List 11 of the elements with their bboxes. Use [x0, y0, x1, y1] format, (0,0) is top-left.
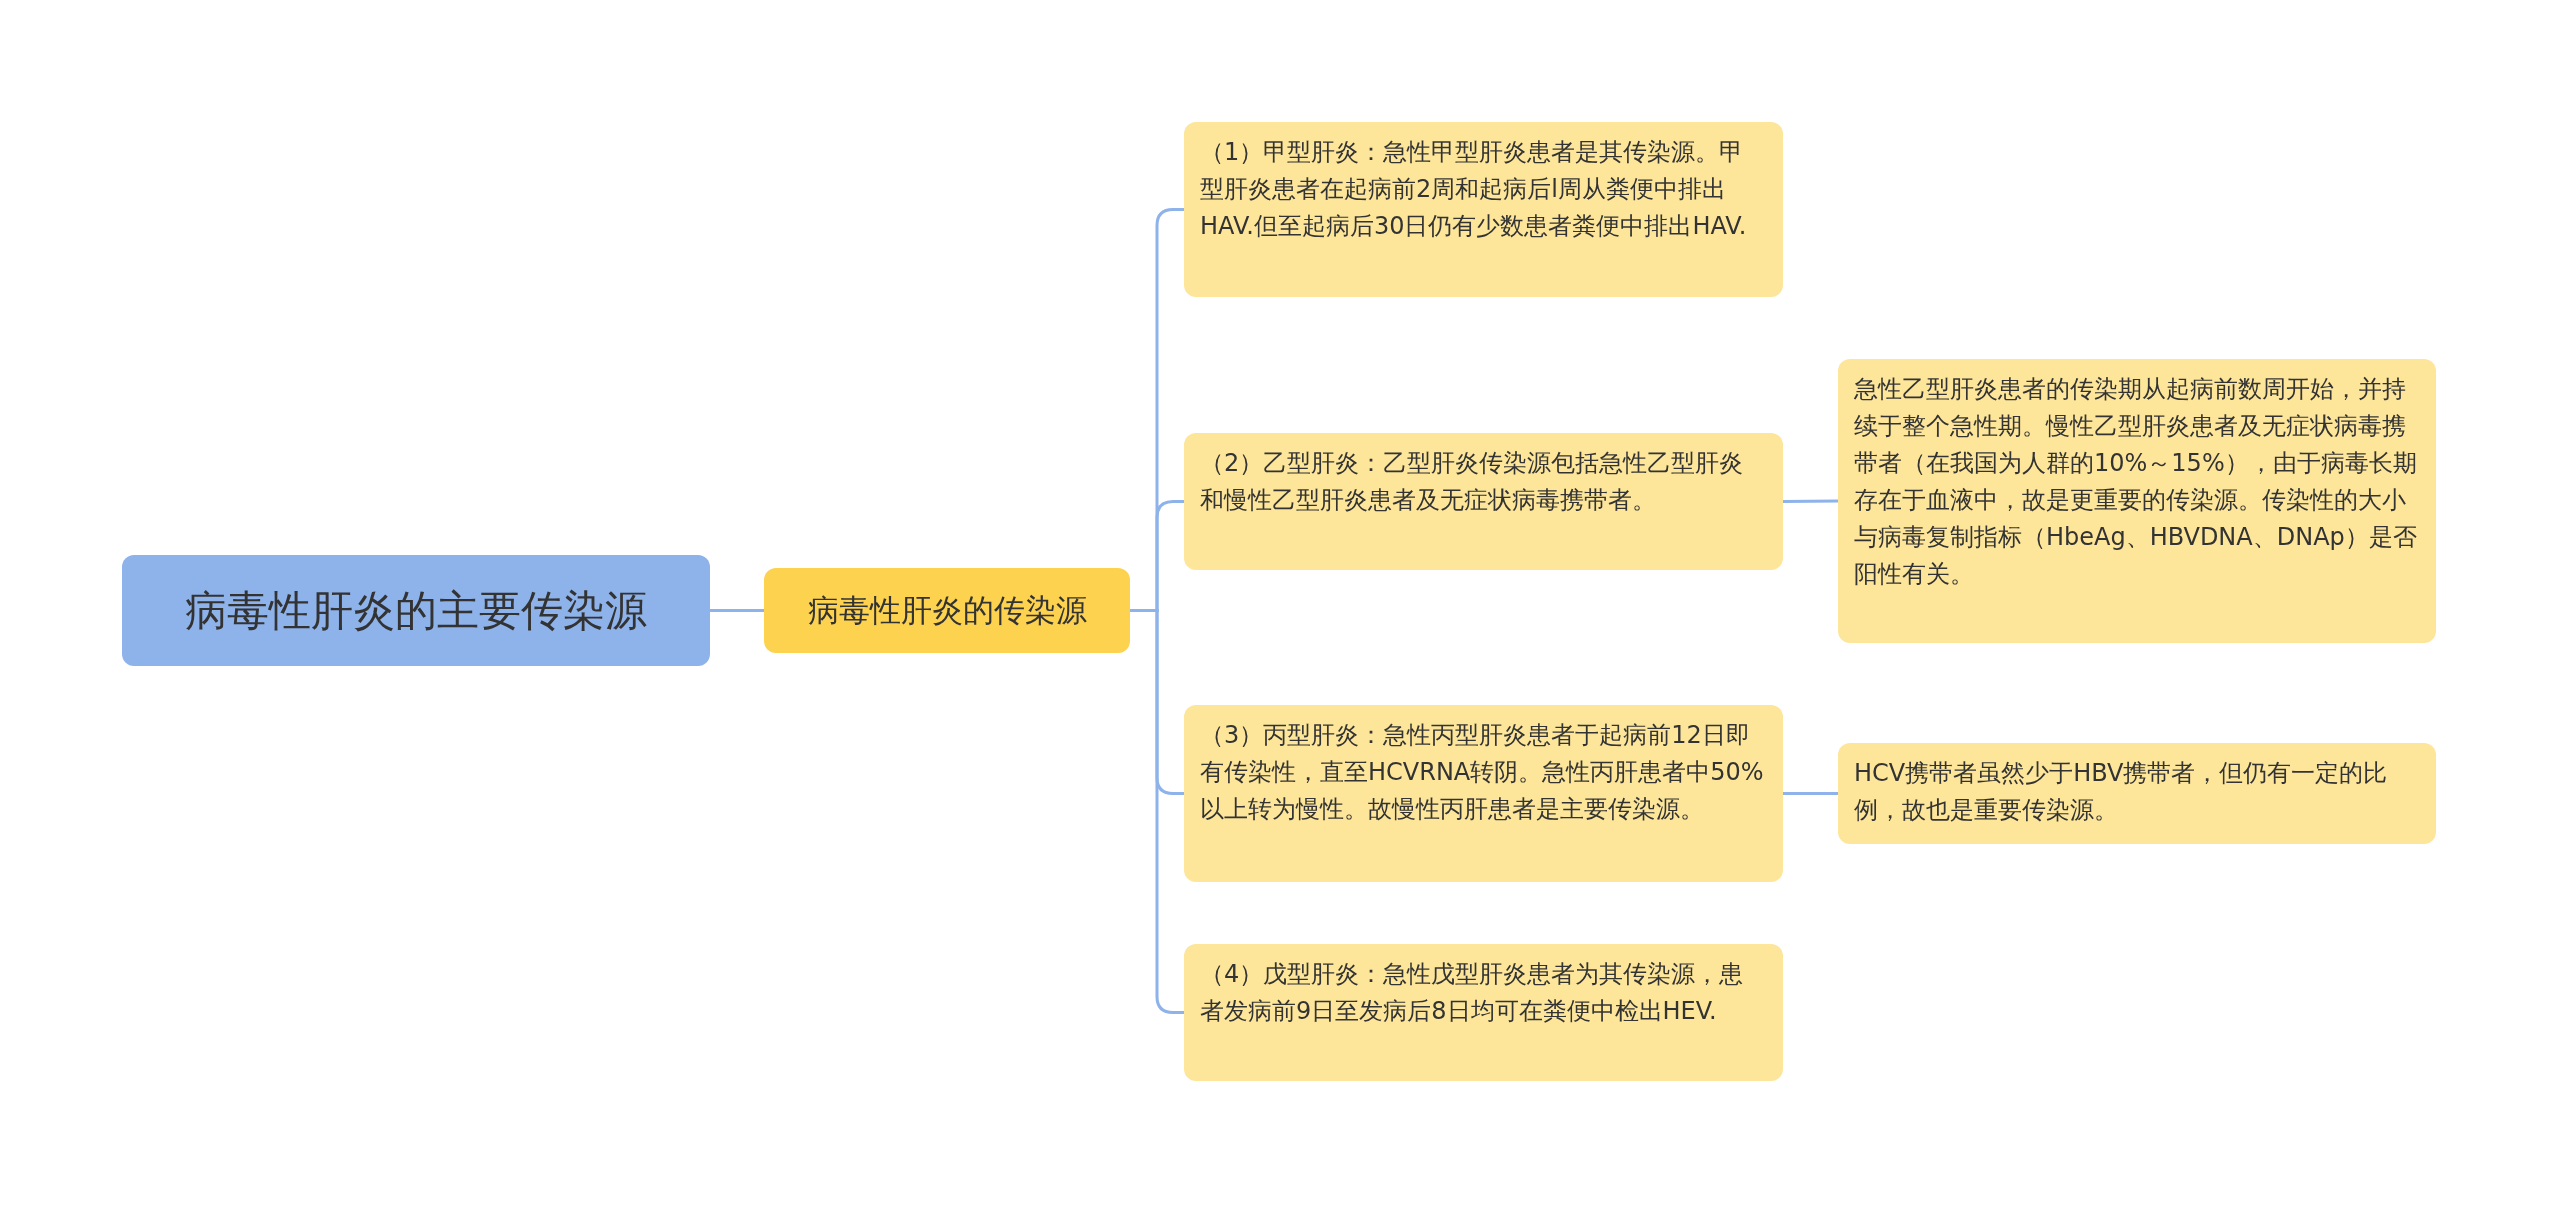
topic-box: （1）甲型肝炎：急性甲型肝炎患者是其传染源。甲型肝炎患者在起病前2周和起病后l周从粪便中排出HAV.但至起病后30日仍有少数患者粪便中排出HAV.	[1184, 122, 1783, 297]
connector-line	[710, 609, 764, 612]
topic-box: 病毒性肝炎的传染源	[764, 568, 1130, 653]
connector-line	[1783, 499, 1838, 503]
topic-box: （3）丙型肝炎：急性丙型肝炎患者于起病前12日即有传染性，直至HCVRNA转阴。急性丙肝患者中50%以上转为慢性。故慢性丙肝患者是主要传染源。	[1184, 705, 1783, 882]
topic-box: HCV携带者虽然少于HBV携带者，但仍有一定的比例，故也是重要传染源。	[1838, 743, 2436, 844]
topic-box: 急性乙型肝炎患者的传染期从起病前数周开始，并持续于整个急性期。慢性乙型肝炎患者及无症状病毒携带者（在我国为人群的10%～15%），由于病毒长期存在于血液中，故是更重要的传染源。传染性的大小与病毒复制指标（HbeAg、HBVDNA、DNAp）是否阳性有关。	[1838, 359, 2436, 643]
topic-box: （4）戊型肝炎：急性戊型肝炎患者为其传染源，患者发病前9日至发病后8日均可在粪便中检出HEV.	[1184, 944, 1783, 1081]
connector-line	[1783, 792, 1838, 795]
topic-box: 病毒性肝炎的主要传染源	[122, 555, 710, 666]
topic-box: （2）乙型肝炎：乙型肝炎传染源包括急性乙型肝炎和慢性乙型肝炎患者及无症状病毒携带者。	[1184, 433, 1783, 570]
